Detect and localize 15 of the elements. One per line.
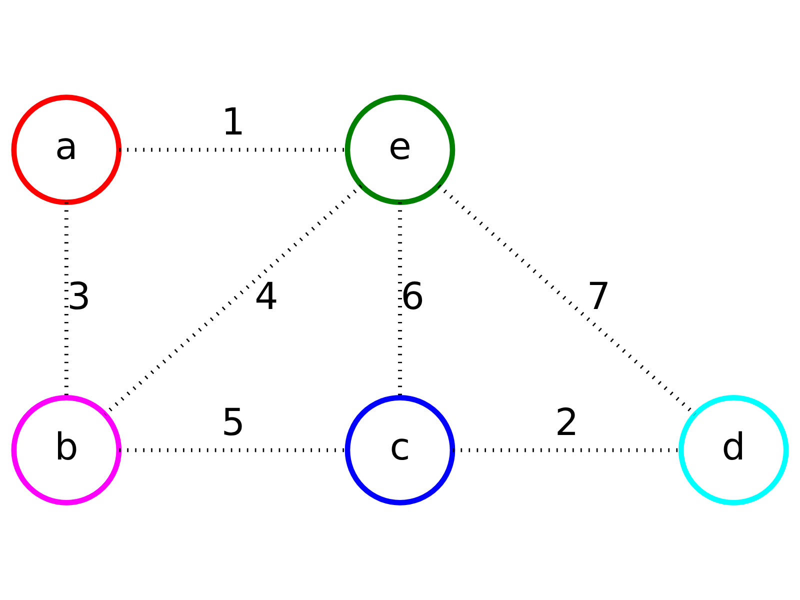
edge-label: 6 — [400, 274, 424, 318]
node-circle: e — [344, 94, 456, 205]
connector — [104, 184, 362, 416]
connector — [64, 202, 68, 398]
edge-label: 1 — [221, 99, 246, 144]
edge-label: 4 — [254, 274, 278, 318]
edge-label: 5 — [221, 400, 246, 444]
node-circle: b — [11, 395, 122, 506]
edge-label: 7 — [586, 274, 611, 318]
node-circle: d — [678, 395, 789, 506]
edge-label: 2 — [554, 400, 579, 444]
connector — [438, 184, 696, 416]
node-circle: a — [11, 94, 122, 205]
edge-label: 3 — [67, 274, 91, 318]
node-circle: c — [344, 395, 456, 506]
